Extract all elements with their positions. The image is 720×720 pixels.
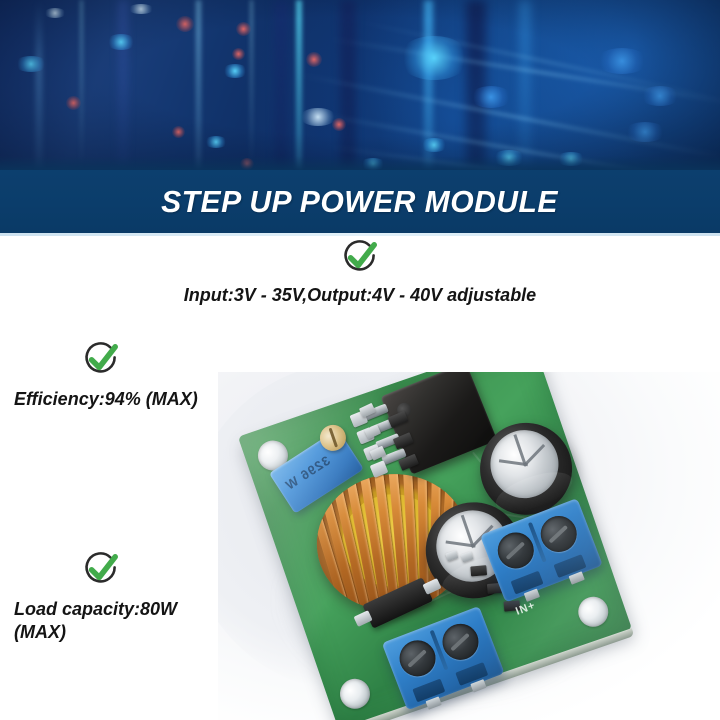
- hero-bokeh-dot: [106, 34, 136, 50]
- hero-bokeh-dot: [236, 22, 251, 36]
- hero-bokeh-dot: [44, 8, 66, 18]
- hero-light-column: [80, 0, 83, 170]
- hero-bokeh-dot: [306, 52, 322, 67]
- feature-text: Load capacity:80W (MAX): [14, 599, 178, 643]
- hero-light-column: [424, 0, 433, 170]
- hero-bokeh-dot: [222, 64, 248, 78]
- hero-bokeh-dot: [176, 16, 194, 32]
- hero-light-column: [274, 0, 288, 170]
- hero-vignette: [0, 0, 720, 170]
- hero-light-column: [118, 0, 128, 170]
- feature-input-output: Input:3V - 35V,Output:4V - 40V adjustabl…: [0, 236, 720, 307]
- hero-bokeh-dot: [66, 96, 81, 110]
- hero-light-column: [250, 0, 253, 170]
- hero-bokeh-dot: [596, 48, 648, 74]
- hero-bokeh-dot: [204, 136, 228, 148]
- hero-bokeh-dot: [398, 36, 470, 80]
- hero-background-image: [0, 0, 720, 170]
- hero-bokeh-dot: [420, 138, 448, 152]
- feature-text: Input:3V - 35V,Output:4V - 40V adjustabl…: [183, 285, 537, 305]
- hero-light-column: [520, 0, 530, 170]
- feature-load-capacity: Load capacity:80W (MAX): [14, 548, 264, 645]
- page-title: STEP UP POWER MODULE: [161, 183, 559, 219]
- hero-bokeh-dot: [624, 122, 666, 142]
- green-check-circle-icon: [80, 338, 122, 380]
- hero-bottom-fade: [0, 156, 720, 170]
- feature-efficiency: Efficiency:94% (MAX): [14, 338, 264, 411]
- hero-light-column: [466, 0, 486, 170]
- hero-bokeh-dot: [172, 126, 185, 138]
- product-photo: 3296 W: [218, 372, 720, 720]
- hero-bokeh-dot: [332, 118, 346, 131]
- hero-bokeh-dot: [640, 86, 680, 106]
- green-check-circle-icon: [80, 548, 122, 590]
- hero-bokeh-dot: [300, 108, 336, 126]
- hero-bokeh-dot: [470, 86, 512, 108]
- banner-underline-divider: [0, 233, 720, 236]
- hero-bokeh-dot: [14, 56, 48, 72]
- feature-text: Efficiency:94% (MAX): [14, 389, 198, 409]
- hero-light-column: [36, 0, 42, 170]
- hero-light-column: [296, 0, 302, 170]
- hero-bokeh-dot: [232, 48, 245, 60]
- hero-light-column: [196, 0, 201, 170]
- hero-bokeh-dot: [128, 4, 154, 14]
- title-banner: STEP UP POWER MODULE: [0, 170, 720, 233]
- green-check-circle-icon: [339, 236, 381, 278]
